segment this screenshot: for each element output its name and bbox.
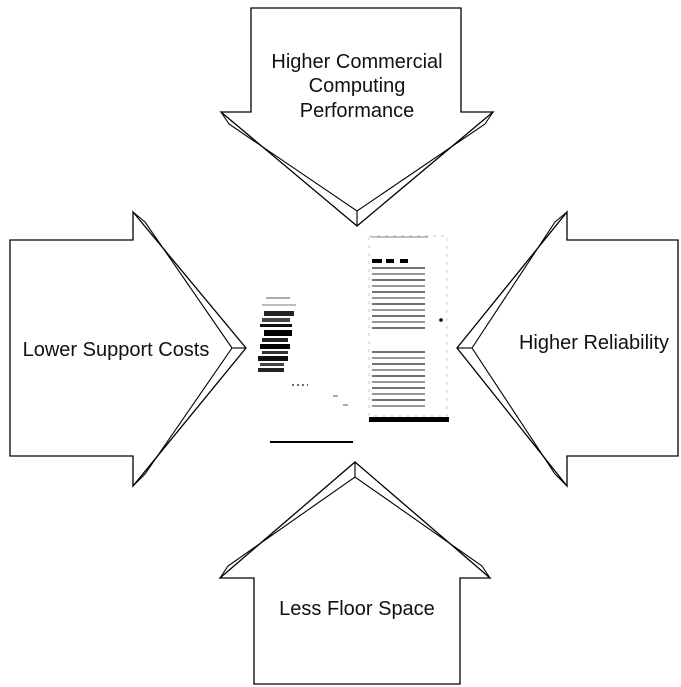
bottom-arrow: Less Floor Space (218, 461, 492, 685)
left-arrow-shape (9, 210, 247, 488)
server-cabinets-icon (258, 235, 449, 443)
top-arrow-label-line-3: Performance (300, 100, 415, 122)
bottom-arrow-shape (218, 461, 492, 685)
bottom-arrow-label: Less Floor Space (279, 598, 435, 620)
right-arrow: Higher Reliability (456, 210, 679, 488)
left-arrow: Lower Support Costs (9, 210, 247, 488)
tall-server-icon (333, 235, 449, 422)
top-arrow-label-line-1: Higher Commercial (271, 51, 442, 73)
right-arrow-label: Higher Reliability (519, 332, 669, 354)
left-arrow-label: Lower Support Costs (23, 339, 210, 361)
top-arrow-label-line-2: Computing (309, 75, 406, 97)
small-server-icon (258, 297, 353, 443)
top-arrow-shape (219, 7, 495, 227)
right-arrow-shape (456, 210, 679, 488)
top-arrow: Higher Commercial Computing Performance (219, 7, 495, 227)
